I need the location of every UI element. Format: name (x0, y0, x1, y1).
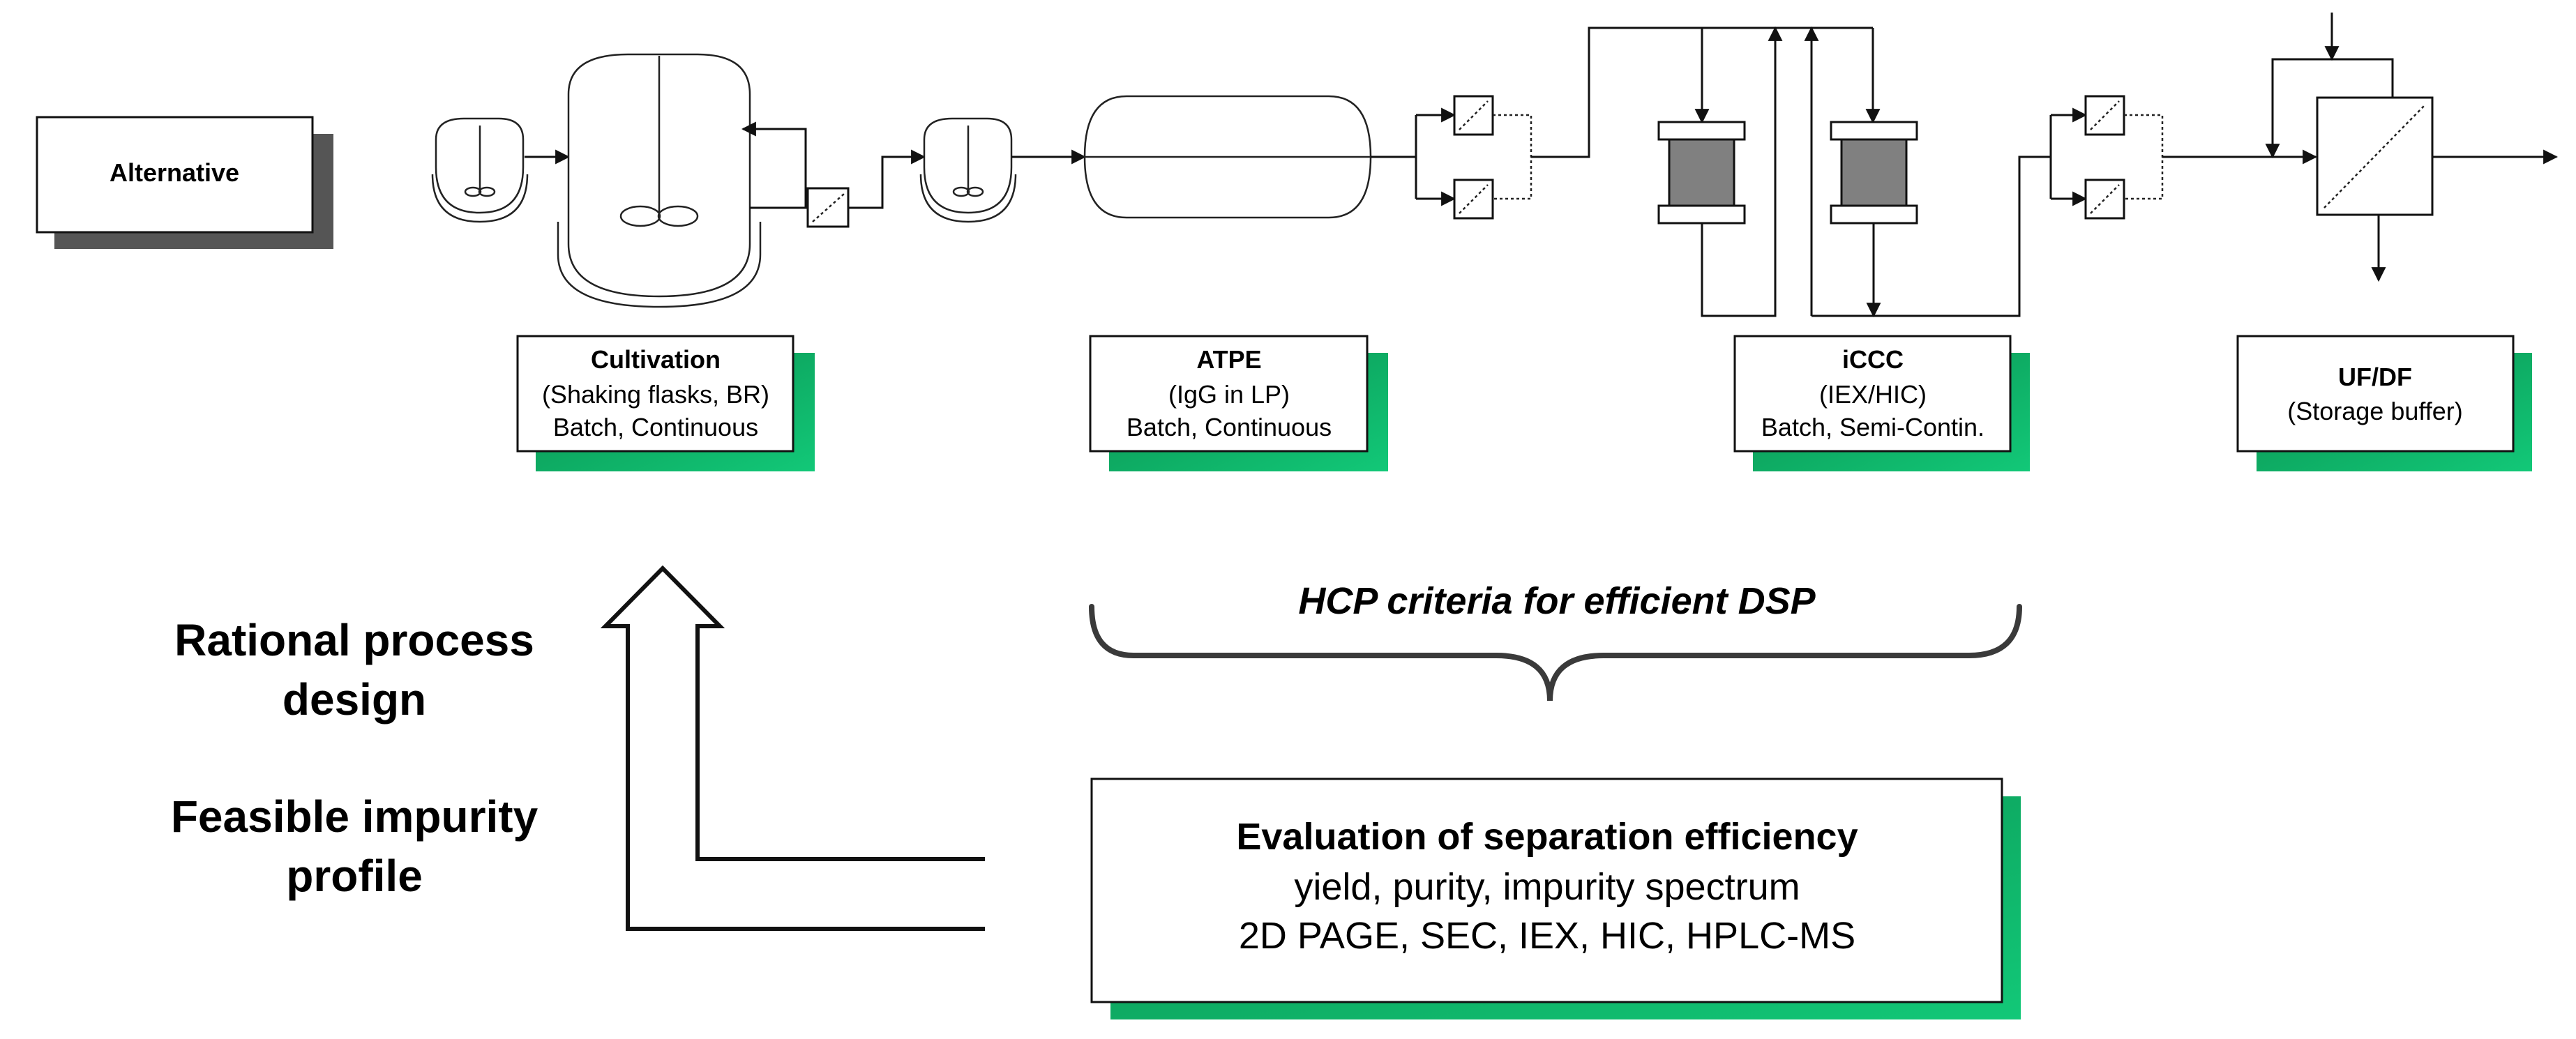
filter-icon (1453, 95, 1494, 136)
step-line: Batch, Continuous (553, 413, 758, 441)
filter-icon (2084, 95, 2125, 136)
stirrer-icon (464, 186, 496, 197)
evaluation-box: Evaluation of separation efficiency yiel… (1090, 778, 2021, 1019)
filter-icon (2084, 179, 2125, 220)
step-box-iccc: iCCC (IEX/HIC) Batch, Semi-Contin. (1733, 335, 2030, 471)
feasible-profile-label: Feasible impurity (171, 791, 538, 842)
step-title: UF/DF (2338, 363, 2412, 391)
alternative-label: Alternative (110, 158, 239, 187)
stirrer-icon (619, 205, 699, 227)
step-title: ATPE (1196, 345, 1261, 374)
step-box-ufdf: UF/DF (Storage buffer) (2236, 335, 2532, 471)
step-line: Batch, Semi-Contin. (1761, 413, 1984, 441)
alternative-box: Alternative (36, 116, 333, 249)
step-line: (IEX/HIC) (1819, 380, 1927, 409)
step-title: iCCC (1842, 345, 1904, 374)
brace-icon (1089, 604, 2022, 701)
step-line: (Shaking flasks, BR) (542, 380, 769, 409)
evaluation-line: yield, purity, impurity spectrum (1294, 866, 1800, 908)
chromatography-column-icon (1830, 121, 1918, 225)
step-title: Cultivation (591, 345, 721, 374)
step-line: Batch, Continuous (1127, 413, 1332, 441)
hcp-brace-label: HCP criteria for efficient DSP (1298, 580, 1816, 622)
membrane-module-icon (2316, 96, 2434, 216)
step-box-atpe: ATPE (IgG in LP) Batch, Continuous (1089, 335, 1388, 471)
chromatography-column-icon (1657, 121, 1746, 225)
evaluation-line: 2D PAGE, SEC, IEX, HIC, HPLC-MS (1239, 915, 1855, 957)
evaluation-title: Evaluation of separation efficiency (1236, 816, 1858, 858)
bioreactor-icon (557, 53, 762, 308)
rational-design-label: design (283, 674, 426, 725)
settler-vessel (1083, 95, 1372, 219)
step-box-cultivation: Cultivation (Shaking flasks, BR) Batch, … (516, 335, 815, 471)
stirrer-icon (952, 186, 984, 197)
arrow-up-icon (600, 565, 985, 931)
rational-design-label: Rational process (174, 615, 534, 665)
feasible-profile-label: profile (286, 851, 423, 901)
bioreactor-icon (431, 117, 529, 223)
filter-icon (806, 187, 850, 228)
filter-icon (1453, 179, 1494, 220)
step-line: (IgG in LP) (1168, 380, 1290, 409)
step-line: (Storage buffer) (2287, 397, 2462, 425)
bioreactor-icon (919, 117, 1017, 223)
